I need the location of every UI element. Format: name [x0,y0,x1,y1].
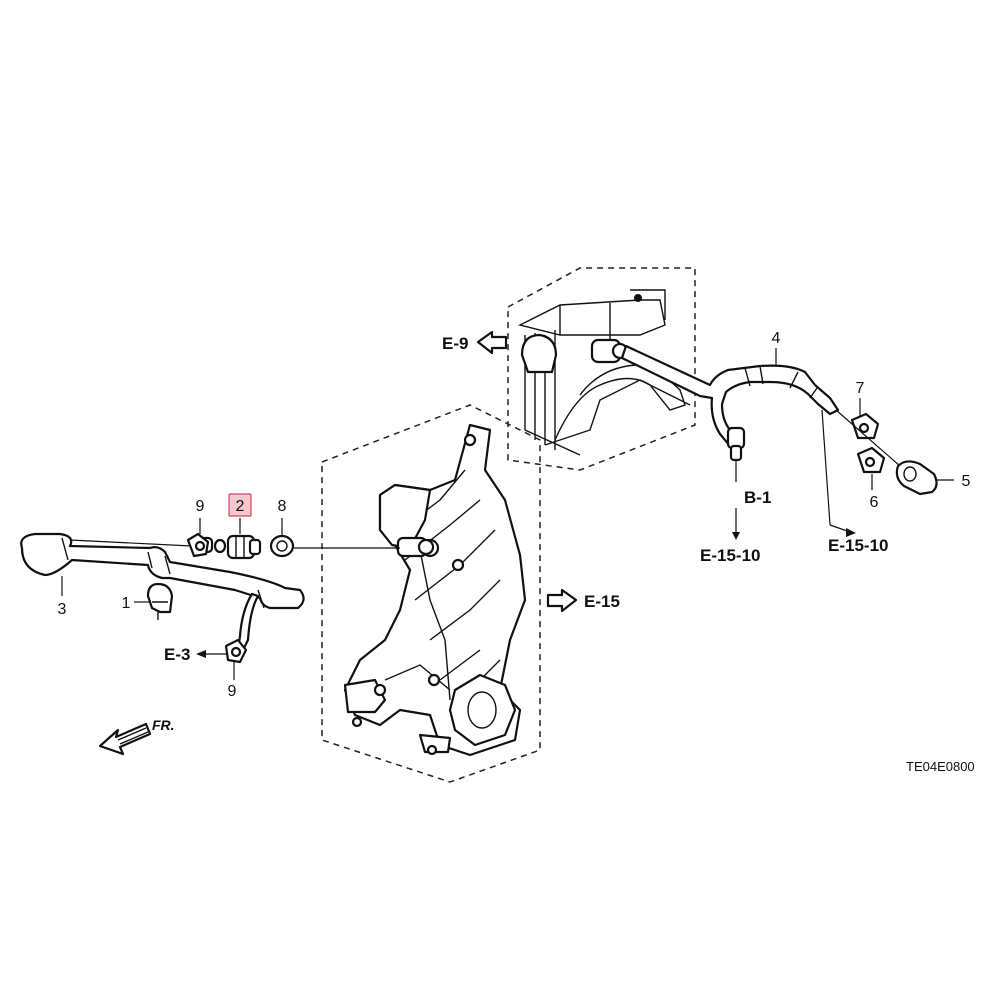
hose-clamp-upper [726,426,746,462]
bracket-bolt-hole [373,683,387,697]
thermostat-chain [186,532,295,560]
clamp-part-1 [146,582,174,620]
gasket-part-8 [269,534,295,558]
hose-leader-right [835,409,901,467]
bracket-dashed-boundary [321,404,541,783]
callout-5[interactable]: 5 [962,473,971,490]
ref-label-e3[interactable]: E-3 [164,645,190,664]
bracket-bolt-hole [427,673,441,687]
bracket-bolt-hole [351,716,363,728]
radiator-bracket-curve [554,364,686,441]
water-outlet-part-2 [226,534,262,560]
callout-7[interactable]: 7 [856,380,865,397]
lower-hose-band-marks [61,537,265,609]
front-arrow-icon [98,722,152,756]
callout-2-highlight [228,493,252,517]
callout-1[interactable]: 1 [122,595,131,612]
hose-clamp-part-9-bottom [224,638,248,664]
reference-arrow-e9[interactable] [476,330,508,355]
hose-part-5 [895,460,938,496]
hose-clamp-part-9-top [186,532,210,558]
ref-label-e15[interactable]: E-15 [584,592,620,611]
ref-label-b1[interactable]: B-1 [744,488,771,507]
ref-label-e9[interactable]: E-9 [442,334,468,353]
callout-6[interactable]: 6 [870,494,879,511]
bypass-hose-assembly [620,344,938,496]
hose-upper-leader-line [69,539,193,547]
front-direction-indicator: FR. [98,717,175,756]
bracket-water-outlet [396,536,435,558]
clamp-part-6 [856,446,886,474]
ref-label-e15-10-left[interactable]: E-15-10 [700,546,760,565]
clamp-part-7 [850,412,880,440]
radiator-upper-hose-stub [520,333,558,374]
bracket-bolt-hole [451,558,465,572]
radiator-tank-outline [517,299,666,450]
o-ring-small [213,538,227,554]
callout-3[interactable]: 3 [58,601,67,618]
callout-leaders [61,348,954,680]
callout-9-bottom[interactable]: 9 [228,683,237,700]
flange-bore [467,691,497,729]
radiator-frame-lines [524,289,691,456]
front-label: FR. [152,717,175,733]
bracket-flange [448,673,517,747]
lower-water-hose-part-3 [20,532,305,610]
lower-hose-assembly [20,532,400,664]
bracket-top-plate [378,483,432,550]
callout-2[interactable]: 2 [236,498,245,515]
reference-arrow-e15[interactable] [546,588,578,613]
bracket-bolt-hole [463,433,477,447]
ref-label-e15-10-right[interactable]: E-15-10 [828,536,888,555]
callout-4[interactable]: 4 [772,330,781,347]
callout-9-top[interactable]: 9 [196,498,205,515]
upper-assembly-dashed-boundary [507,267,696,471]
bypass-hose-band-marks [744,365,818,399]
drawing-code: TE04E0800 [906,759,975,774]
bracket-bolt-hole [426,744,438,756]
bracket-assembly-group [321,404,541,783]
callout-8[interactable]: 8 [278,498,287,515]
